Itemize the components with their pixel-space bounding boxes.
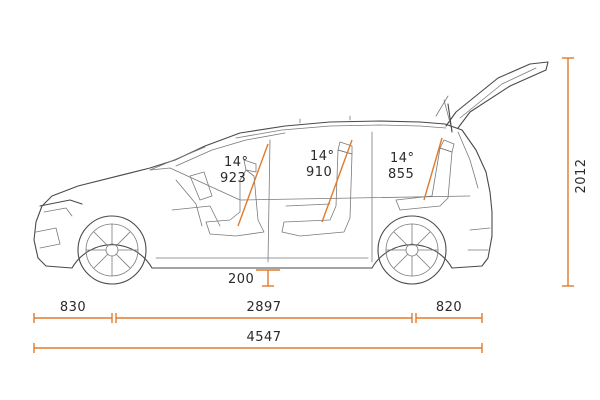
open-tailgate (435, 61, 549, 133)
seat-1-angle: 14° (224, 155, 249, 170)
seat-2-angle: 14° (310, 149, 335, 164)
seat-1-distance: 923 (220, 171, 246, 186)
overall-height-dimension (562, 57, 574, 287)
rear-overhang-dimension (415, 313, 483, 323)
wheelbase-label: 2897 (246, 300, 281, 315)
front-seat (171, 159, 265, 237)
third-row-seat (395, 139, 455, 211)
front-wheel (77, 215, 147, 285)
overall-height-label: 2012 (574, 158, 589, 193)
wheelbase-dimension (115, 313, 413, 323)
seat-2-distance: 910 (306, 165, 332, 180)
ground-clearance-dimension (256, 269, 280, 287)
front-overhang-dimension (33, 313, 113, 323)
car-side-profile (33, 115, 493, 269)
overall-length-dimension (33, 343, 483, 353)
seat-3-distance: 855 (388, 167, 414, 182)
seat-3-distance-line (423, 137, 443, 201)
overall-length-label: 4547 (246, 330, 281, 345)
seat-3-angle: 14° (390, 151, 415, 166)
seat-2-distance-line (321, 139, 353, 223)
second-row-seat (281, 141, 353, 237)
seat-1-distance-line (237, 143, 269, 227)
front-overhang-label: 830 (60, 300, 86, 315)
rear-wheel (377, 215, 447, 285)
ground-clearance-label: 200 (228, 272, 254, 287)
rear-overhang-label: 820 (436, 300, 462, 315)
